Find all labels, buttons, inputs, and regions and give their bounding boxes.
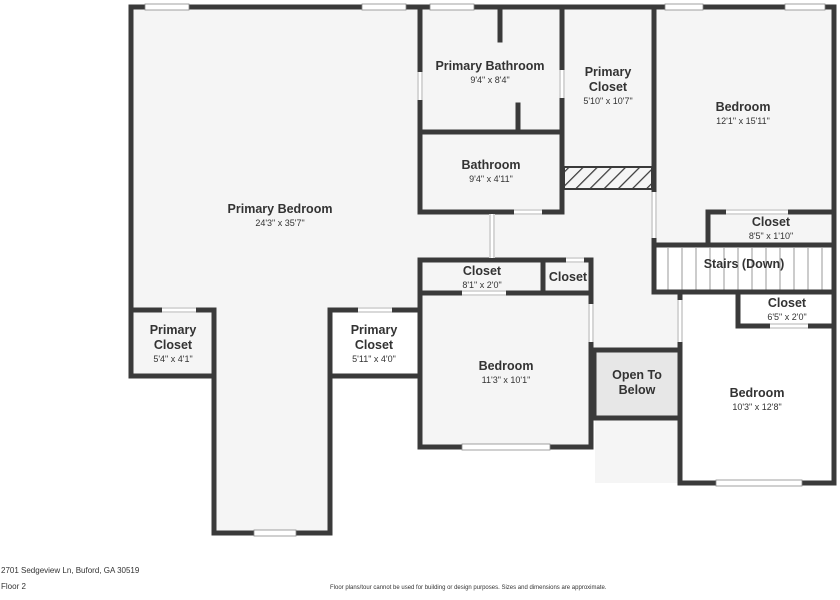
room-name: Primary Bedroom (228, 202, 333, 216)
room-name: Closet (463, 264, 502, 278)
room-primary-closet-left: Primary Closet 5'4" x 4'1" (150, 323, 197, 364)
door-openings (162, 70, 808, 342)
room-closet-small: Closet (549, 270, 588, 284)
room-dimensions: 24'3" x 35'7" (255, 218, 304, 228)
room-name-line-1: Open To (612, 368, 662, 382)
room-closet-right-upper: Closet 8'5" x 1'10" (749, 215, 793, 241)
open-to-below-area (594, 350, 680, 418)
disclaimer-text: Floor plans/tour cannot be used for buil… (330, 585, 607, 591)
room-bathroom: Bathroom 9'4" x 4'11" (461, 158, 520, 184)
room-dimensions: 10'3" x 12'8" (732, 402, 781, 412)
room-stairs: Stairs (Down) (704, 257, 785, 271)
room-dimensions: 5'10" x 10'7" (583, 96, 632, 106)
room-dimensions: 6'5" x 2'0" (767, 312, 806, 322)
room-name: Bedroom (716, 100, 771, 114)
hatched-chase (563, 166, 653, 190)
room-bedroom-center: Bedroom 11'3" x 10'1" (479, 359, 534, 385)
room-primary-bedroom: Primary Bedroom 24'3" x 35'7" (228, 202, 333, 228)
room-name: Bedroom (479, 359, 534, 373)
room-dimensions: 8'5" x 1'10" (749, 231, 793, 241)
walls (128, 4, 837, 536)
room-name-line-1: Primary (150, 323, 197, 337)
address-text: 2701 Sedgeview Ln, Buford, GA 30519 (1, 566, 140, 575)
stairs-area (654, 245, 834, 291)
room-name-line-2: Closet (589, 80, 628, 94)
room-dimensions: 5'4" x 4'1" (153, 354, 192, 364)
windows (144, 3, 826, 537)
room-dimensions: 9'4" x 8'4" (470, 75, 509, 85)
room-name: Bedroom (730, 386, 785, 400)
room-dimensions: 11'3" x 10'1" (482, 375, 531, 385)
room-name: Primary Bathroom (435, 59, 544, 73)
room-dimensions: 9'4" x 4'11" (469, 174, 513, 184)
stair-treads (667, 248, 823, 290)
room-name: Closet (752, 215, 791, 229)
room-name: Closet (549, 270, 588, 284)
room-bedroom-southeast: Bedroom 10'3" x 12'8" (730, 386, 785, 412)
floor-label: Floor 2 (1, 582, 26, 591)
room-dimensions: 8'1" x 2'0" (462, 280, 501, 290)
room-primary-closet-mid: Primary Closet 5'11" x 4'0" (351, 323, 398, 364)
room-dimensions: 12'1" x 15'11" (716, 116, 770, 126)
room-name-line-1: Primary (585, 65, 632, 79)
room-name: Stairs (Down) (704, 257, 785, 271)
door-gap-edges (162, 70, 808, 342)
room-primary-closet-top: Primary Closet 5'10" x 10'7" (583, 65, 632, 106)
room-name: Closet (768, 296, 807, 310)
room-name-line-2: Closet (355, 338, 394, 352)
room-dimensions: 5'11" x 4'0" (352, 354, 396, 364)
room-name-line-2: Closet (154, 338, 193, 352)
room-name-line-2: Below (619, 383, 656, 397)
room-primary-bathroom: Primary Bathroom 9'4" x 8'4" (435, 59, 544, 85)
room-name: Bathroom (461, 158, 520, 172)
room-bedroom-northeast: Bedroom 12'1" x 15'11" (716, 100, 771, 126)
room-closet-right-lower: Closet 6'5" x 2'0" (767, 296, 807, 322)
room-closet-center: Closet 8'1" x 2'0" (462, 264, 502, 290)
room-open-to-below: Open To Below (612, 368, 662, 397)
room-name-line-1: Primary (351, 323, 398, 337)
